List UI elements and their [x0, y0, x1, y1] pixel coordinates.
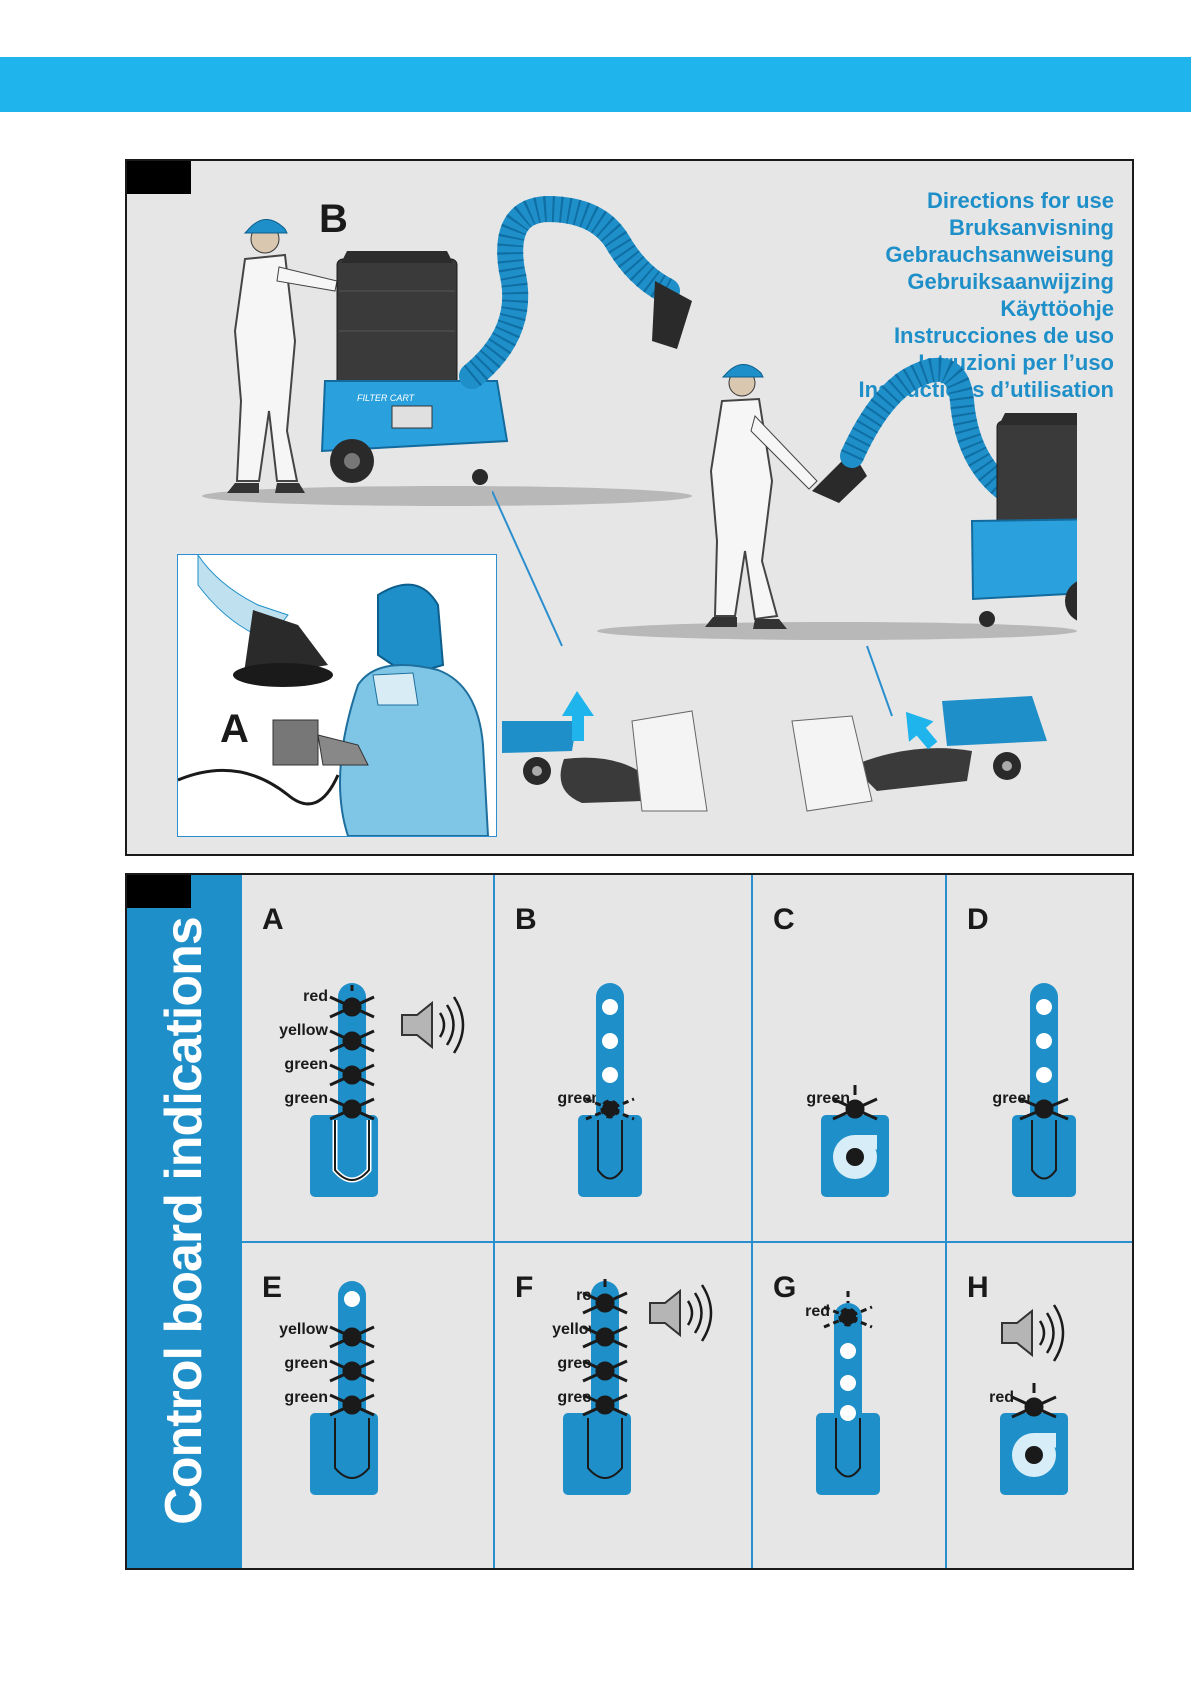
inset-welding: A — [177, 554, 497, 837]
cell-letter: E — [262, 1271, 283, 1304]
led-label: red — [805, 1303, 830, 1320]
indication-cell-d: D green — [947, 875, 1134, 1241]
indication-cell-b: B green — [495, 875, 751, 1241]
illustration-position-hood — [597, 357, 1077, 640]
indication-cell-c: C green — [753, 875, 945, 1241]
indicator-graphic — [1000, 1304, 1068, 1495]
grid-divider — [493, 875, 495, 1568]
cell-letter: D — [967, 903, 989, 936]
indicator-graphic — [310, 983, 465, 1197]
grid-divider — [751, 875, 753, 1568]
led-label: green — [284, 1090, 328, 1107]
title-nl: Gebruiksaanwijzing — [907, 269, 1114, 294]
led-label: green — [284, 1056, 328, 1073]
indicator-graphic — [578, 983, 642, 1197]
illustration-wheel-brakes — [492, 491, 1047, 812]
grid-divider — [242, 1241, 1132, 1243]
header-bar — [0, 57, 1191, 112]
led-label: yellow — [552, 1321, 601, 1338]
indication-cell-h: H red — [947, 1243, 1134, 1568]
indication-cell-g: G red — [753, 1243, 945, 1568]
cell-letter: F — [515, 1271, 534, 1304]
directions-panel: Directions for use Bruksanvisning Gebrau… — [125, 159, 1134, 856]
panel-tab-marker-bottom — [127, 875, 191, 908]
led-label: green — [284, 1355, 328, 1372]
grid-divider — [945, 875, 947, 1568]
indicator-graphic — [816, 1291, 880, 1495]
indicator-graphic — [563, 1279, 713, 1495]
cell-letter: A — [262, 903, 284, 936]
illustration-push-unit: FILTER CART — [202, 195, 692, 506]
cell-letter: H — [967, 1271, 989, 1304]
led-label: yellow — [279, 1022, 328, 1039]
title-fi: Käyttöohje — [1000, 296, 1114, 321]
control-board-title: Control board indications — [155, 917, 213, 1525]
indication-cell-f: F red yellow green green — [495, 1243, 751, 1568]
cell-letter: C — [773, 903, 795, 936]
indication-cell-e: E yellow green green — [242, 1243, 493, 1568]
control-board-panel: Control board indications A red yellow g… — [125, 873, 1134, 1570]
led-label: red — [303, 988, 328, 1005]
led-label: green — [557, 1389, 601, 1406]
title-sv: Bruksanvisning — [948, 215, 1114, 240]
indicator-graphic — [821, 1085, 889, 1197]
led-label: yellow — [279, 1321, 328, 1338]
led-label: green — [284, 1389, 328, 1406]
illustration-welding — [178, 555, 490, 836]
led-label: green — [557, 1355, 601, 1372]
unit-brand-label: FILTER CART — [357, 393, 416, 403]
title-es: Instrucciones de uso — [893, 323, 1114, 348]
indication-cell-a: A red yellow green green — [242, 875, 493, 1241]
control-board-sidebar: Control board indications — [127, 875, 242, 1568]
step-letter-b: B — [319, 197, 348, 241]
panel-tab-marker — [127, 161, 191, 194]
title-en: Directions for use — [926, 188, 1114, 213]
cell-letter: G — [773, 1271, 797, 1304]
indicator-graphic — [310, 1281, 378, 1495]
step-letter-a: A — [220, 707, 249, 751]
indicator-graphic — [1012, 983, 1076, 1197]
led-label: red — [989, 1389, 1014, 1406]
cell-letter: B — [515, 903, 537, 936]
title-de: Gebrauchsanweisung — [885, 242, 1114, 267]
led-label: green — [557, 1090, 601, 1107]
